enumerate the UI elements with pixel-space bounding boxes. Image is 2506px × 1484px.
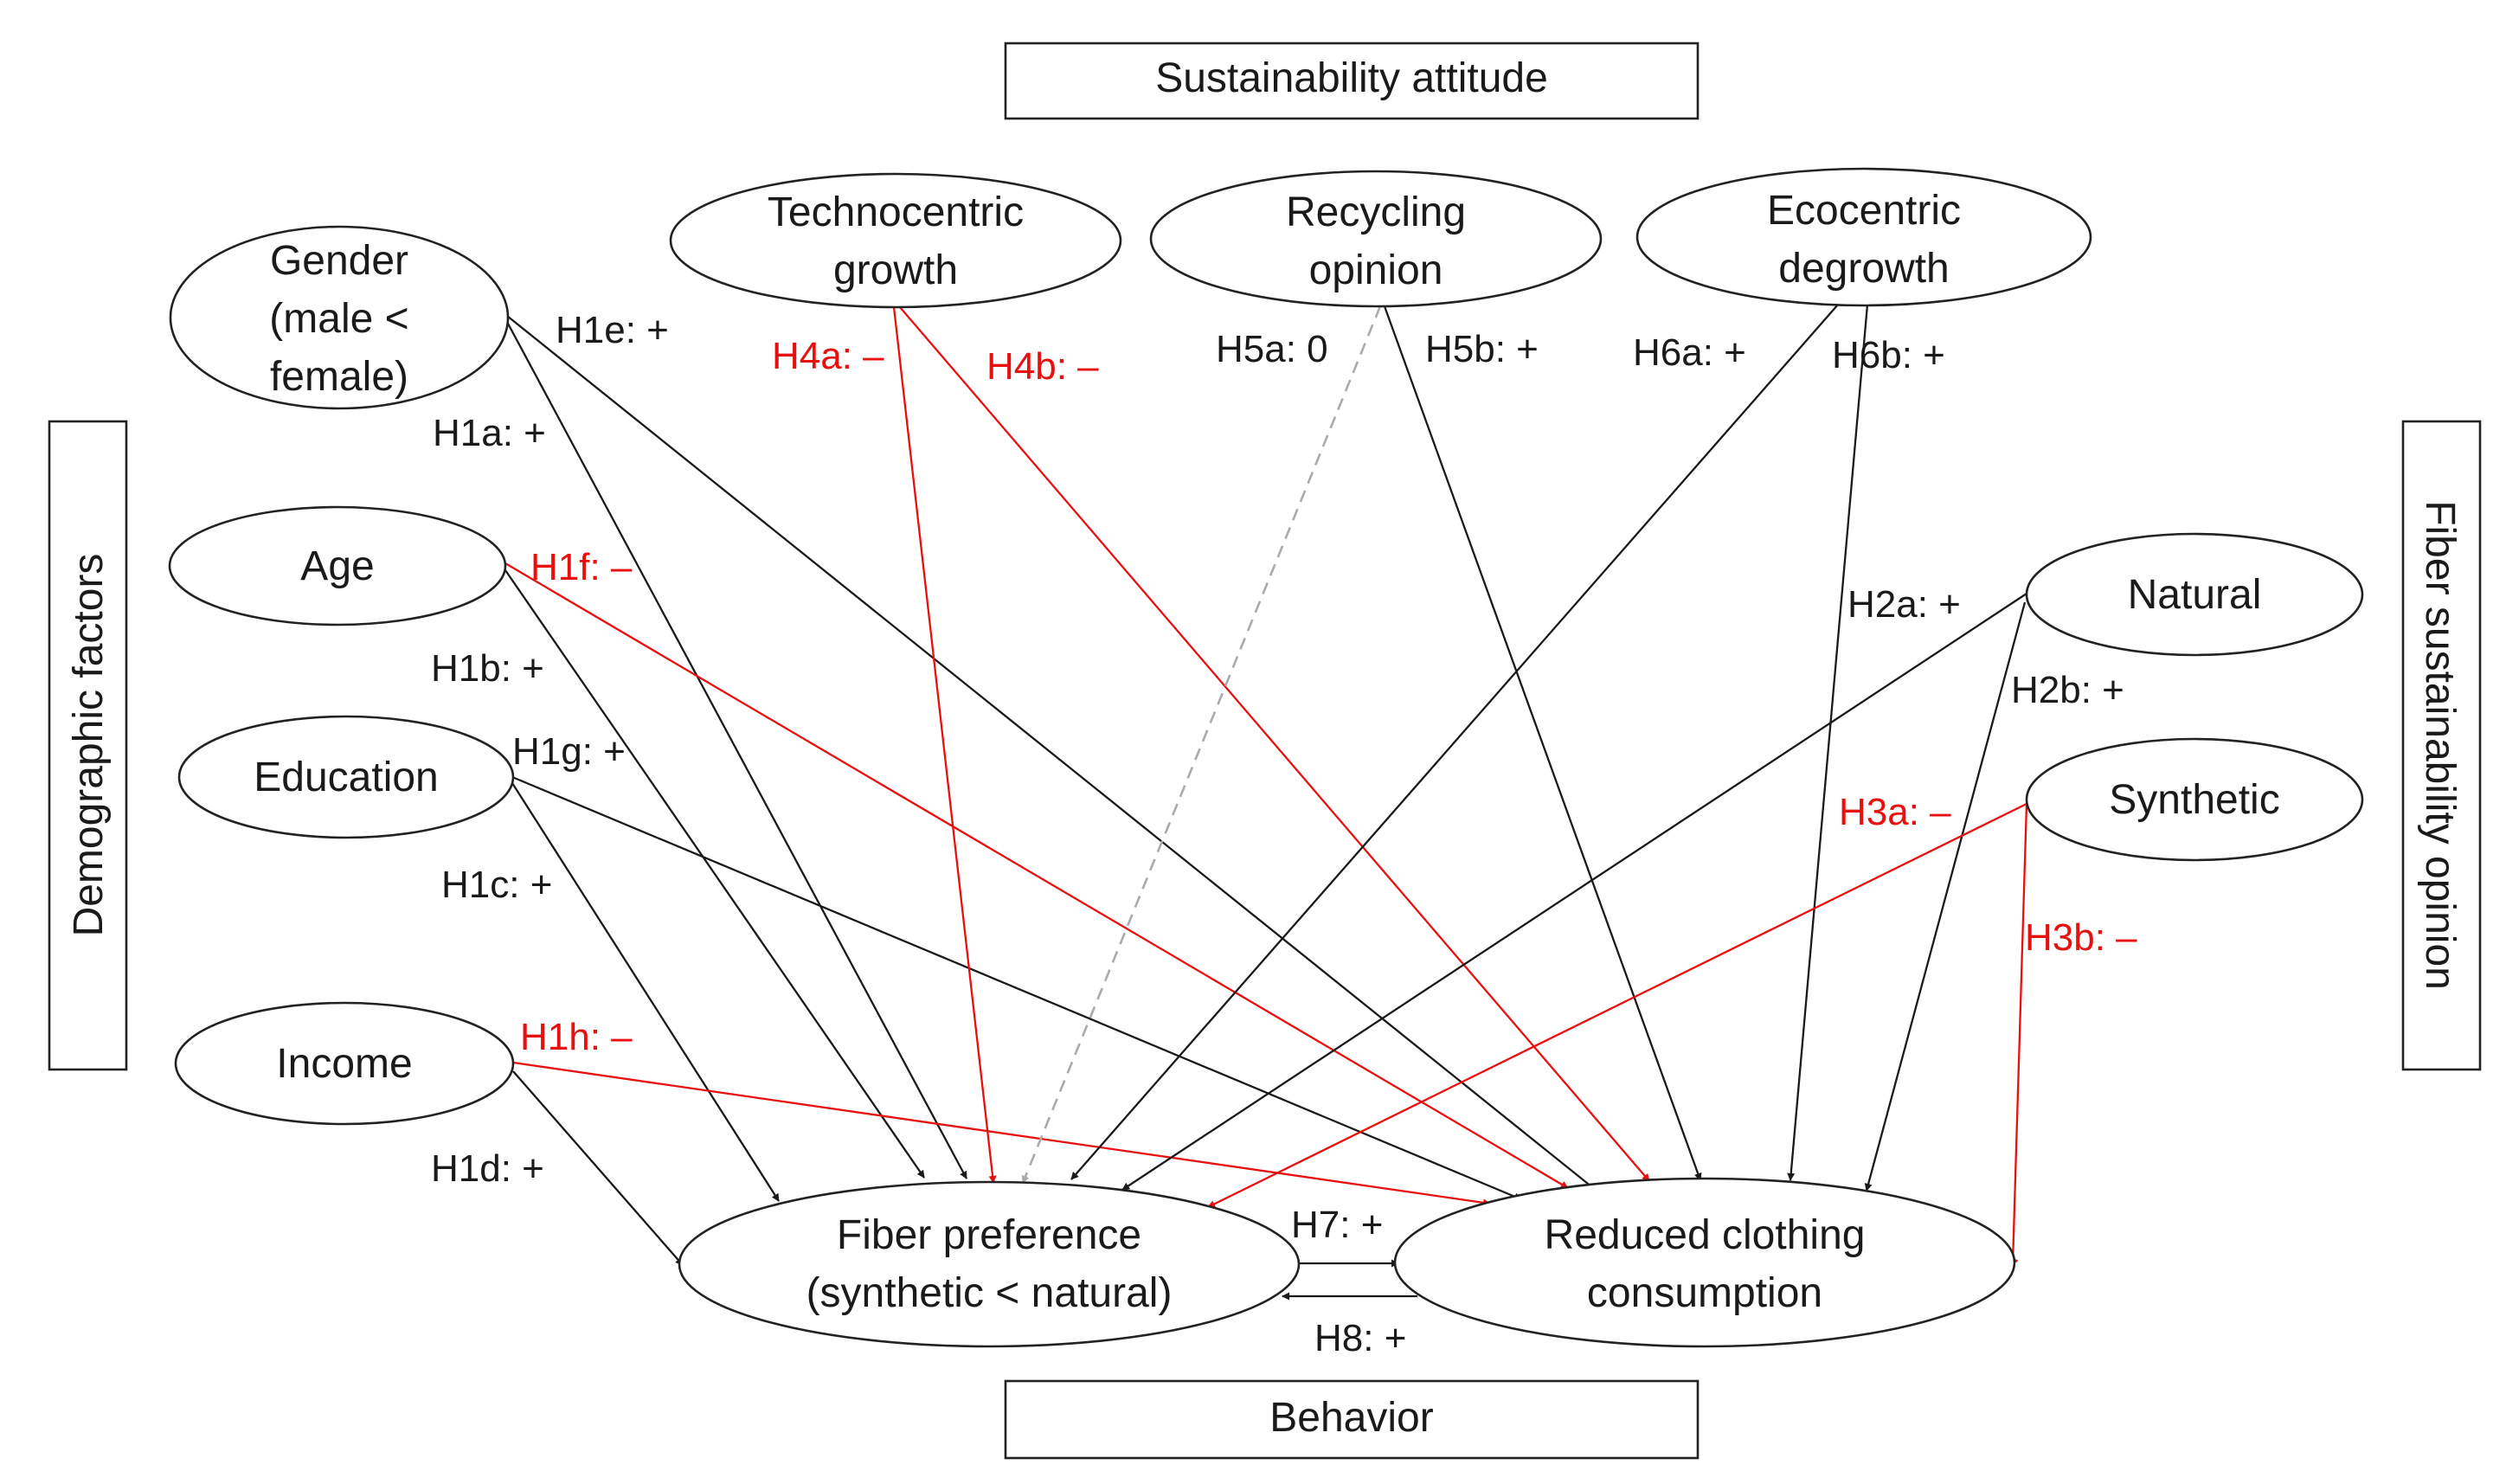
node-income: Income <box>174 1001 515 1126</box>
group-label-fiber-sustainability-opinion: Fiber sustainability opinion <box>2417 500 2463 990</box>
arrow-h1b <box>504 569 925 1179</box>
node-age: Age <box>168 505 507 626</box>
label-h5a: H5a: 0 <box>1216 328 1328 370</box>
node-fiber-preference-line-1: Fiber preference <box>837 1212 1141 1258</box>
arrow-h4b <box>899 306 1650 1182</box>
arrow-h6b <box>1787 304 1869 1181</box>
node-fiber-preference: Fiber preference (synthetic < natural) <box>678 1180 1301 1348</box>
node-age-label: Age <box>300 543 374 589</box>
label-h3a: H3a: – <box>1839 791 1951 833</box>
node-gender-line-1: Gender <box>270 238 408 284</box>
arrow-h5a <box>1021 305 1382 1184</box>
node-technocentric-line-2: growth <box>833 247 958 293</box>
arrow-h1c <box>511 782 780 1202</box>
node-recycling-opinion: Recycling opinion <box>1149 170 1603 308</box>
label-h1g: H1g: + <box>512 730 626 773</box>
label-h4a: H4a: – <box>772 335 884 377</box>
arrow-h1d <box>512 1070 684 1266</box>
arrow-h2b <box>1864 601 2027 1192</box>
node-synthetic: Synthetic <box>2025 737 2364 862</box>
node-ecocentric-line-1: Ecocentric <box>1767 188 1961 234</box>
arrow-h4a <box>892 306 997 1184</box>
label-h5b: H5b: + <box>1425 328 1539 370</box>
node-fiber-preference-line-2: (synthetic < natural) <box>806 1270 1173 1316</box>
label-h2b: H2b: + <box>2011 669 2124 711</box>
arrow-h5b <box>1383 305 1702 1181</box>
node-technocentric-growth: Technocentric growth <box>669 172 1122 309</box>
node-education: Education <box>177 715 515 839</box>
node-recycling-line-2: opinion <box>1309 247 1443 293</box>
node-reduced-line-1: Reduced clothing <box>1545 1212 1866 1258</box>
label-h1d: H1d: + <box>431 1147 544 1190</box>
label-h2a: H2a: + <box>1847 583 1961 626</box>
group-sustainability-attitude: Sustainability attitude <box>1004 42 1700 120</box>
arrow-h1a <box>505 321 968 1179</box>
group-label-behavior: Behavior <box>1269 1395 1433 1441</box>
node-reduced-clothing-consumption: Reduced clothing consumption <box>1393 1177 2016 1348</box>
arrow-h1g <box>511 775 1522 1201</box>
node-income-label: Income <box>276 1041 412 1087</box>
arrow-h3a <box>1207 802 2027 1209</box>
label-h1e: H1e: + <box>556 309 669 351</box>
label-h1h: H1h: – <box>520 1016 633 1058</box>
group-fiber-sustainability-opinion: Fiber sustainability opinion <box>2401 420 2482 1071</box>
arrow-h1f <box>504 562 1569 1189</box>
node-gender: Gender (male < female) <box>169 225 510 410</box>
arrow-h1h <box>512 1061 1491 1207</box>
label-h3b: H3b: – <box>2025 916 2137 959</box>
group-label-sustainability-attitude: Sustainability attitude <box>1155 55 1548 101</box>
node-reduced-line-2: consumption <box>1587 1270 1822 1316</box>
label-h6a: H6a: + <box>1633 331 1746 374</box>
label-h1a: H1a: + <box>433 412 546 454</box>
node-gender-line-2: (male < <box>269 296 408 342</box>
label-h4b: H4b: – <box>986 345 1099 388</box>
group-behavior: Behavior <box>1004 1379 1700 1460</box>
node-education-label: Education <box>254 755 439 800</box>
label-h1b: H1b: + <box>431 647 544 690</box>
arrow-h1e <box>506 315 1602 1195</box>
node-natural: Natural <box>2025 532 2364 657</box>
node-ecocentric-degrowth: Ecocentric degrowth <box>1635 167 2092 307</box>
label-h6b: H6b: + <box>1832 334 1945 376</box>
node-synthetic-label: Synthetic <box>2109 777 2279 823</box>
group-demographic-factors: Demographic factors <box>48 420 128 1071</box>
label-h7: H7: + <box>1291 1204 1383 1246</box>
node-recycling-line-1: Recycling <box>1286 190 1466 235</box>
label-h1f: H1f: – <box>530 546 633 588</box>
node-technocentric-line-1: Technocentric <box>768 190 1024 235</box>
label-h8: H8: + <box>1314 1317 1406 1359</box>
hypothesis-arrows <box>504 304 2028 1301</box>
node-ecocentric-line-2: degrowth <box>1778 246 1949 292</box>
arrow-h3b <box>2010 803 2028 1266</box>
arrow-h6a <box>1070 304 1839 1180</box>
node-gender-line-3: female) <box>270 354 408 400</box>
label-h1c: H1c: + <box>441 864 552 906</box>
arrow-h2a <box>1121 593 2027 1191</box>
hypothesis-labels: H1e: + H1a: + H1f: – H1b: + H1g: + H1c: + H1h:… <box>431 309 2137 1359</box>
group-label-demographic-factors: Demographic factors <box>66 554 112 937</box>
node-natural-label: Natural <box>2128 572 2262 618</box>
